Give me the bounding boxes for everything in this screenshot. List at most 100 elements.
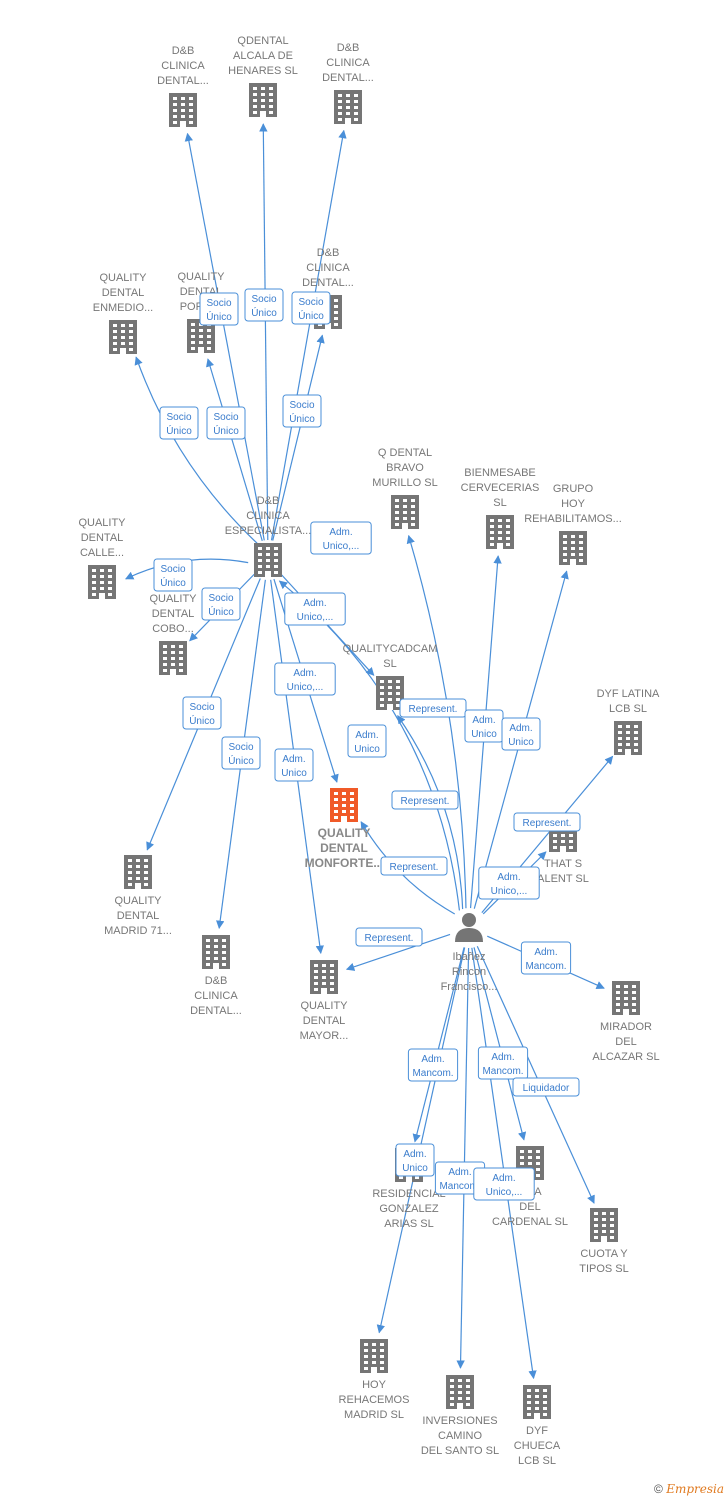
edge-label-text: Único [298, 309, 324, 322]
edge-label-box [380, 856, 448, 876]
node-label-line: CARDENAL SL [492, 1216, 568, 1228]
edge-label-text: Único [228, 754, 254, 767]
node-label-line: ENMEDIO... [93, 302, 154, 314]
edge-label-box [182, 696, 222, 730]
edge-label-text: Socio [228, 742, 253, 753]
company-node[interactable]: D&BCLINICAESPECIALISTA... [225, 495, 312, 577]
edge-n20-to-n26 [456, 947, 470, 1369]
edge-n20-to-n13-label: Adm.Unico [347, 724, 387, 758]
person-node[interactable]: IbañezRinconFrancisco... [441, 913, 498, 993]
edge-label-box [282, 394, 322, 428]
edge-label-text: Adm. [492, 1173, 515, 1184]
edge-label-text: Mancom. [482, 1066, 523, 1077]
edge-label-text: Socio [298, 297, 323, 308]
edge-label-text: Represent. [401, 796, 450, 807]
edge-label-box [501, 717, 541, 751]
edge-n20-to-n10-label: Represent. [399, 698, 467, 718]
building-icon [486, 515, 514, 549]
node-label-line: Rincon [452, 966, 486, 978]
edge-label-text: Adm. [303, 598, 326, 609]
edge-label-text: Represent. [365, 933, 414, 944]
edge-label-text: Socio [189, 702, 214, 713]
node-label-line: Francisco... [441, 981, 498, 993]
node-label-line: QUALITY [99, 272, 147, 284]
edge-label-text: Único [206, 310, 232, 323]
building-icon [446, 1375, 474, 1409]
company-node[interactable]: QUALITYDENTALCALLE... [78, 517, 126, 599]
node-label-line: DENTAL [303, 1015, 346, 1027]
edge-n20-to-n15-label: Represent. [380, 856, 448, 876]
node-label-line: DEL [519, 1201, 540, 1213]
node-label-line: DENTAL [152, 608, 195, 620]
node-label-line: D&B [172, 45, 195, 57]
edge-n20-to-n14-label: Represent. [513, 812, 581, 832]
edge-n20-to-n10 [406, 534, 467, 909]
edge-n20-to-n22-label: Adm.Mancom. [407, 1048, 459, 1082]
company-node[interactable]: QUALITYDENTALMAYOR... [300, 960, 349, 1042]
building-icon [254, 543, 282, 577]
edge-label-text: Único [160, 576, 186, 589]
edge-label-text: Unico [471, 729, 497, 740]
edge-label-text: Socio [251, 294, 276, 305]
company-node[interactable]: QUALITY DENTAL ENMEDIO... [93, 272, 154, 354]
building-icon [159, 641, 187, 675]
node-label-line: ALCAZAR SL [592, 1051, 659, 1063]
company-node[interactable]: QUALITYDENTALCOBO... [149, 593, 197, 675]
node-label-line: COBO... [152, 623, 194, 635]
edge-n7-to-n3 [270, 129, 347, 541]
edge-label-text: Único [289, 412, 315, 425]
node-label-line: Ibañez [452, 951, 485, 963]
company-node[interactable]: GRUPOHOYREHABILITAMOS... [524, 483, 622, 565]
edge-n20-to-n12-label: Adm.Unico [501, 717, 541, 751]
edge-n20-to-n19 [345, 933, 451, 971]
edge-n20-to-n27 [471, 947, 537, 1380]
edge-label-box [284, 592, 346, 626]
edge-label-box [477, 1046, 529, 1080]
node-label-line: SL [493, 497, 506, 509]
node-label-line: DENTAL [102, 287, 145, 299]
company-node[interactable]: D&B CLINICA DENTAL... [157, 45, 209, 127]
node-label-line: CLINICA [161, 60, 205, 72]
edge-label-text: Adm. [534, 947, 557, 958]
edge-label-text: Unico [508, 737, 534, 748]
node-label-line: DENTAL... [157, 75, 209, 87]
node-label-line: BRAVO [386, 462, 424, 474]
building-icon [109, 320, 137, 354]
company-node[interactable]: D&BCLINICADENTAL... [322, 42, 374, 124]
edge-n7-to-n6 [272, 334, 325, 541]
node-label-line: BIENMESABE [464, 467, 536, 479]
company-node[interactable]: D&BCLINICADENTAL... [190, 935, 242, 1017]
edge-n7-to-n19-label: Adm.Unico [274, 748, 314, 782]
edge-label-text: Adm. [448, 1167, 471, 1178]
node-label-line: CHUECA [514, 1440, 561, 1452]
focus-company-node[interactable]: QUALITYDENTALMONFORTE... [305, 788, 384, 870]
copyright-symbol: © [654, 1482, 663, 1496]
edge-label-text: Mancom. [412, 1068, 453, 1079]
building-icon [249, 83, 277, 117]
edge-label-text: Socio [206, 298, 231, 309]
node-label-line: CAMINO [438, 1430, 482, 1442]
node-label-line: DENTAL [320, 841, 368, 855]
node-label-line: MADRID 71... [104, 925, 172, 937]
edge-label-text: Socio [208, 593, 233, 604]
node-label-line: D&B [257, 495, 280, 507]
node-label-line: DYF [526, 1425, 548, 1437]
node-label-line: D&B [317, 247, 340, 259]
